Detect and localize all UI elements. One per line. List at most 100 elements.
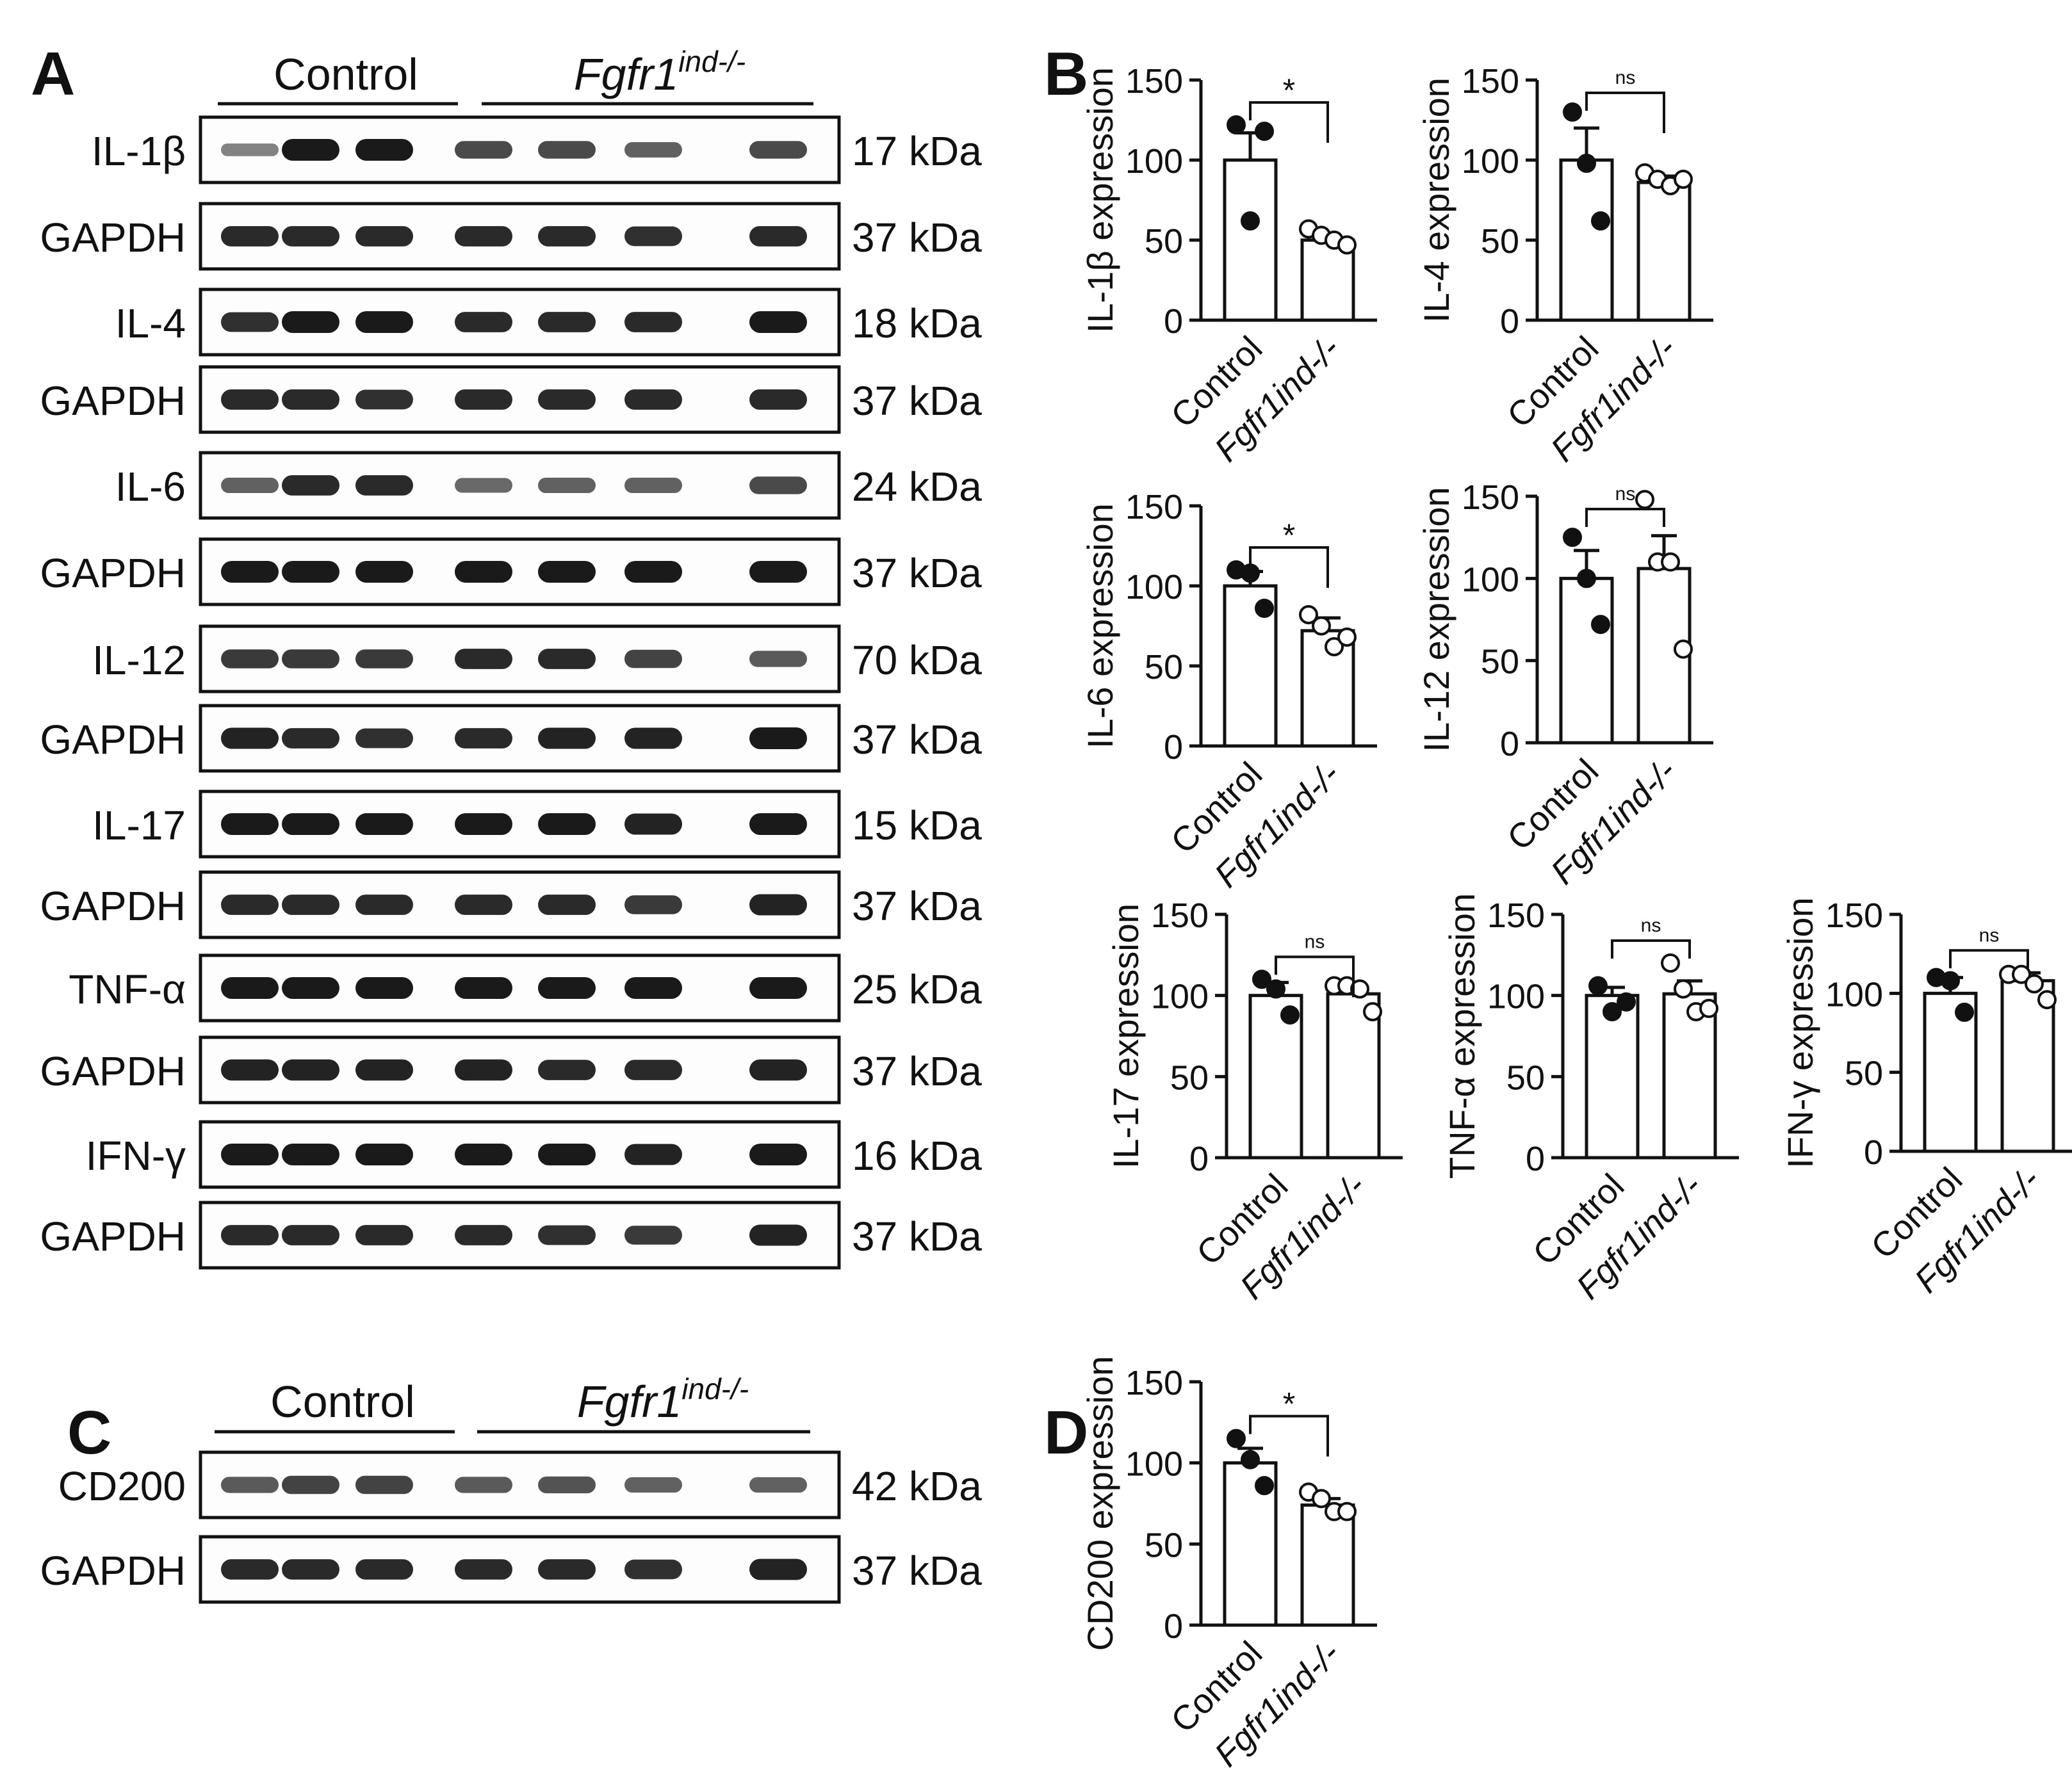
blot-band xyxy=(455,649,512,669)
blot-band xyxy=(355,895,413,915)
blot-band xyxy=(624,389,682,410)
blot-band xyxy=(455,141,512,159)
blot-kda-label: 37 kDa xyxy=(852,1213,982,1260)
blot-kda-label: 37 kDa xyxy=(852,1048,982,1094)
blot-band xyxy=(221,561,279,583)
group-label-ko-c: Fgfr1ind-/- xyxy=(577,1372,749,1427)
blot-protein-label: IFN-γ xyxy=(86,1133,186,1179)
y-tick-label: 50 xyxy=(1845,1055,1883,1093)
blot-band xyxy=(749,311,807,333)
blot-band xyxy=(749,1144,807,1165)
y-tick-label: 0 xyxy=(1189,1140,1209,1178)
data-point xyxy=(1674,170,1693,189)
data-point xyxy=(1941,971,1960,991)
blot-band xyxy=(749,1477,807,1493)
blot-band xyxy=(455,895,512,915)
blot-band xyxy=(282,389,339,410)
blot-band xyxy=(455,478,512,493)
significance-label: ns xyxy=(1305,931,1325,952)
blot-kda-label: 70 kDa xyxy=(852,637,982,683)
blot-band xyxy=(749,1224,807,1246)
data-point xyxy=(1955,1002,1974,1022)
blot-band xyxy=(749,389,807,410)
blot-band xyxy=(538,977,596,999)
data-point xyxy=(1255,599,1274,618)
blot-band xyxy=(624,226,682,247)
y-tick-label: 50 xyxy=(1145,648,1183,686)
blot-band xyxy=(749,1559,807,1580)
ko-label-base: Fgfr1 xyxy=(574,49,678,99)
ko-label-base: Fgfr1 xyxy=(577,1377,681,1427)
y-tick-label: 100 xyxy=(1151,978,1209,1016)
blot-band xyxy=(355,1475,413,1494)
blot-band xyxy=(455,1059,512,1081)
blot-band xyxy=(455,312,512,332)
blot-protein-label: IL-12 xyxy=(92,637,186,683)
significance-bracket xyxy=(1949,949,2029,969)
y-tick-label: 150 xyxy=(1462,62,1519,101)
blot-band xyxy=(538,1559,596,1580)
blot-band xyxy=(355,1059,413,1081)
blot-band xyxy=(624,561,682,583)
group-label-control-a: Control xyxy=(273,49,418,99)
blot-kda-label: 17 kDa xyxy=(852,128,982,174)
y-axis-label: IL-17 expression xyxy=(1105,903,1146,1169)
data-point xyxy=(1227,1429,1246,1448)
blot-frame xyxy=(199,288,841,357)
blot-band xyxy=(282,561,339,583)
y-tick-label: 100 xyxy=(1825,975,1883,1014)
blot-band xyxy=(538,1144,596,1165)
blot-band xyxy=(221,226,279,247)
blot-band xyxy=(624,1060,682,1080)
blot-band xyxy=(624,977,682,999)
significance-label: ns xyxy=(1979,925,2000,946)
y-axis-label: IL-1β expression xyxy=(1080,67,1120,333)
significance-bracket xyxy=(1249,1414,1329,1457)
blot-protein-label: TNF-α xyxy=(69,966,186,1012)
blot-band xyxy=(355,1559,413,1580)
blot-band xyxy=(282,895,339,915)
y-tick-label: 100 xyxy=(1487,978,1545,1016)
bar-fgfr1-ind xyxy=(1662,992,1717,1160)
data-point xyxy=(1363,1002,1382,1021)
significance-label: * xyxy=(1283,72,1295,108)
bar-control xyxy=(1585,994,1640,1160)
blot-band xyxy=(749,977,807,999)
data-point xyxy=(1241,1450,1260,1470)
y-tick-label: 150 xyxy=(1125,1364,1183,1402)
significance-label: * xyxy=(1283,1386,1295,1422)
y-axis-label: CD200 expression xyxy=(1080,1356,1120,1651)
ko-label-superscript: ind-/- xyxy=(678,45,746,78)
data-point xyxy=(1337,628,1357,647)
blot-band xyxy=(749,561,807,583)
y-tick-label: 150 xyxy=(1487,896,1545,935)
blot-protein-label: GAPDH xyxy=(40,883,186,929)
blot-band xyxy=(455,1559,512,1580)
blot-band xyxy=(538,477,596,494)
blot-band xyxy=(538,141,596,159)
blot-band xyxy=(538,561,596,583)
blot-band xyxy=(624,1559,682,1580)
data-point xyxy=(1312,616,1331,636)
blot-band xyxy=(282,1059,339,1081)
blot-band xyxy=(455,389,512,410)
blot-band xyxy=(282,1144,339,1165)
y-tick-label: 150 xyxy=(1125,62,1183,101)
y-axis-label: IFN-γ expression xyxy=(1780,897,1820,1168)
blot-band xyxy=(624,477,682,494)
blot-band xyxy=(282,139,339,161)
blot-band xyxy=(749,1059,807,1081)
y-tick-label: 150 xyxy=(1125,488,1183,526)
blot-band xyxy=(221,1144,279,1165)
bar-fgfr1-ind xyxy=(1326,992,1381,1160)
data-point xyxy=(1337,235,1357,255)
blot-band xyxy=(221,312,279,332)
group-label-control-c: Control xyxy=(270,1377,415,1427)
blot-band xyxy=(455,977,512,999)
blot-kda-label: 37 kDa xyxy=(852,378,982,424)
